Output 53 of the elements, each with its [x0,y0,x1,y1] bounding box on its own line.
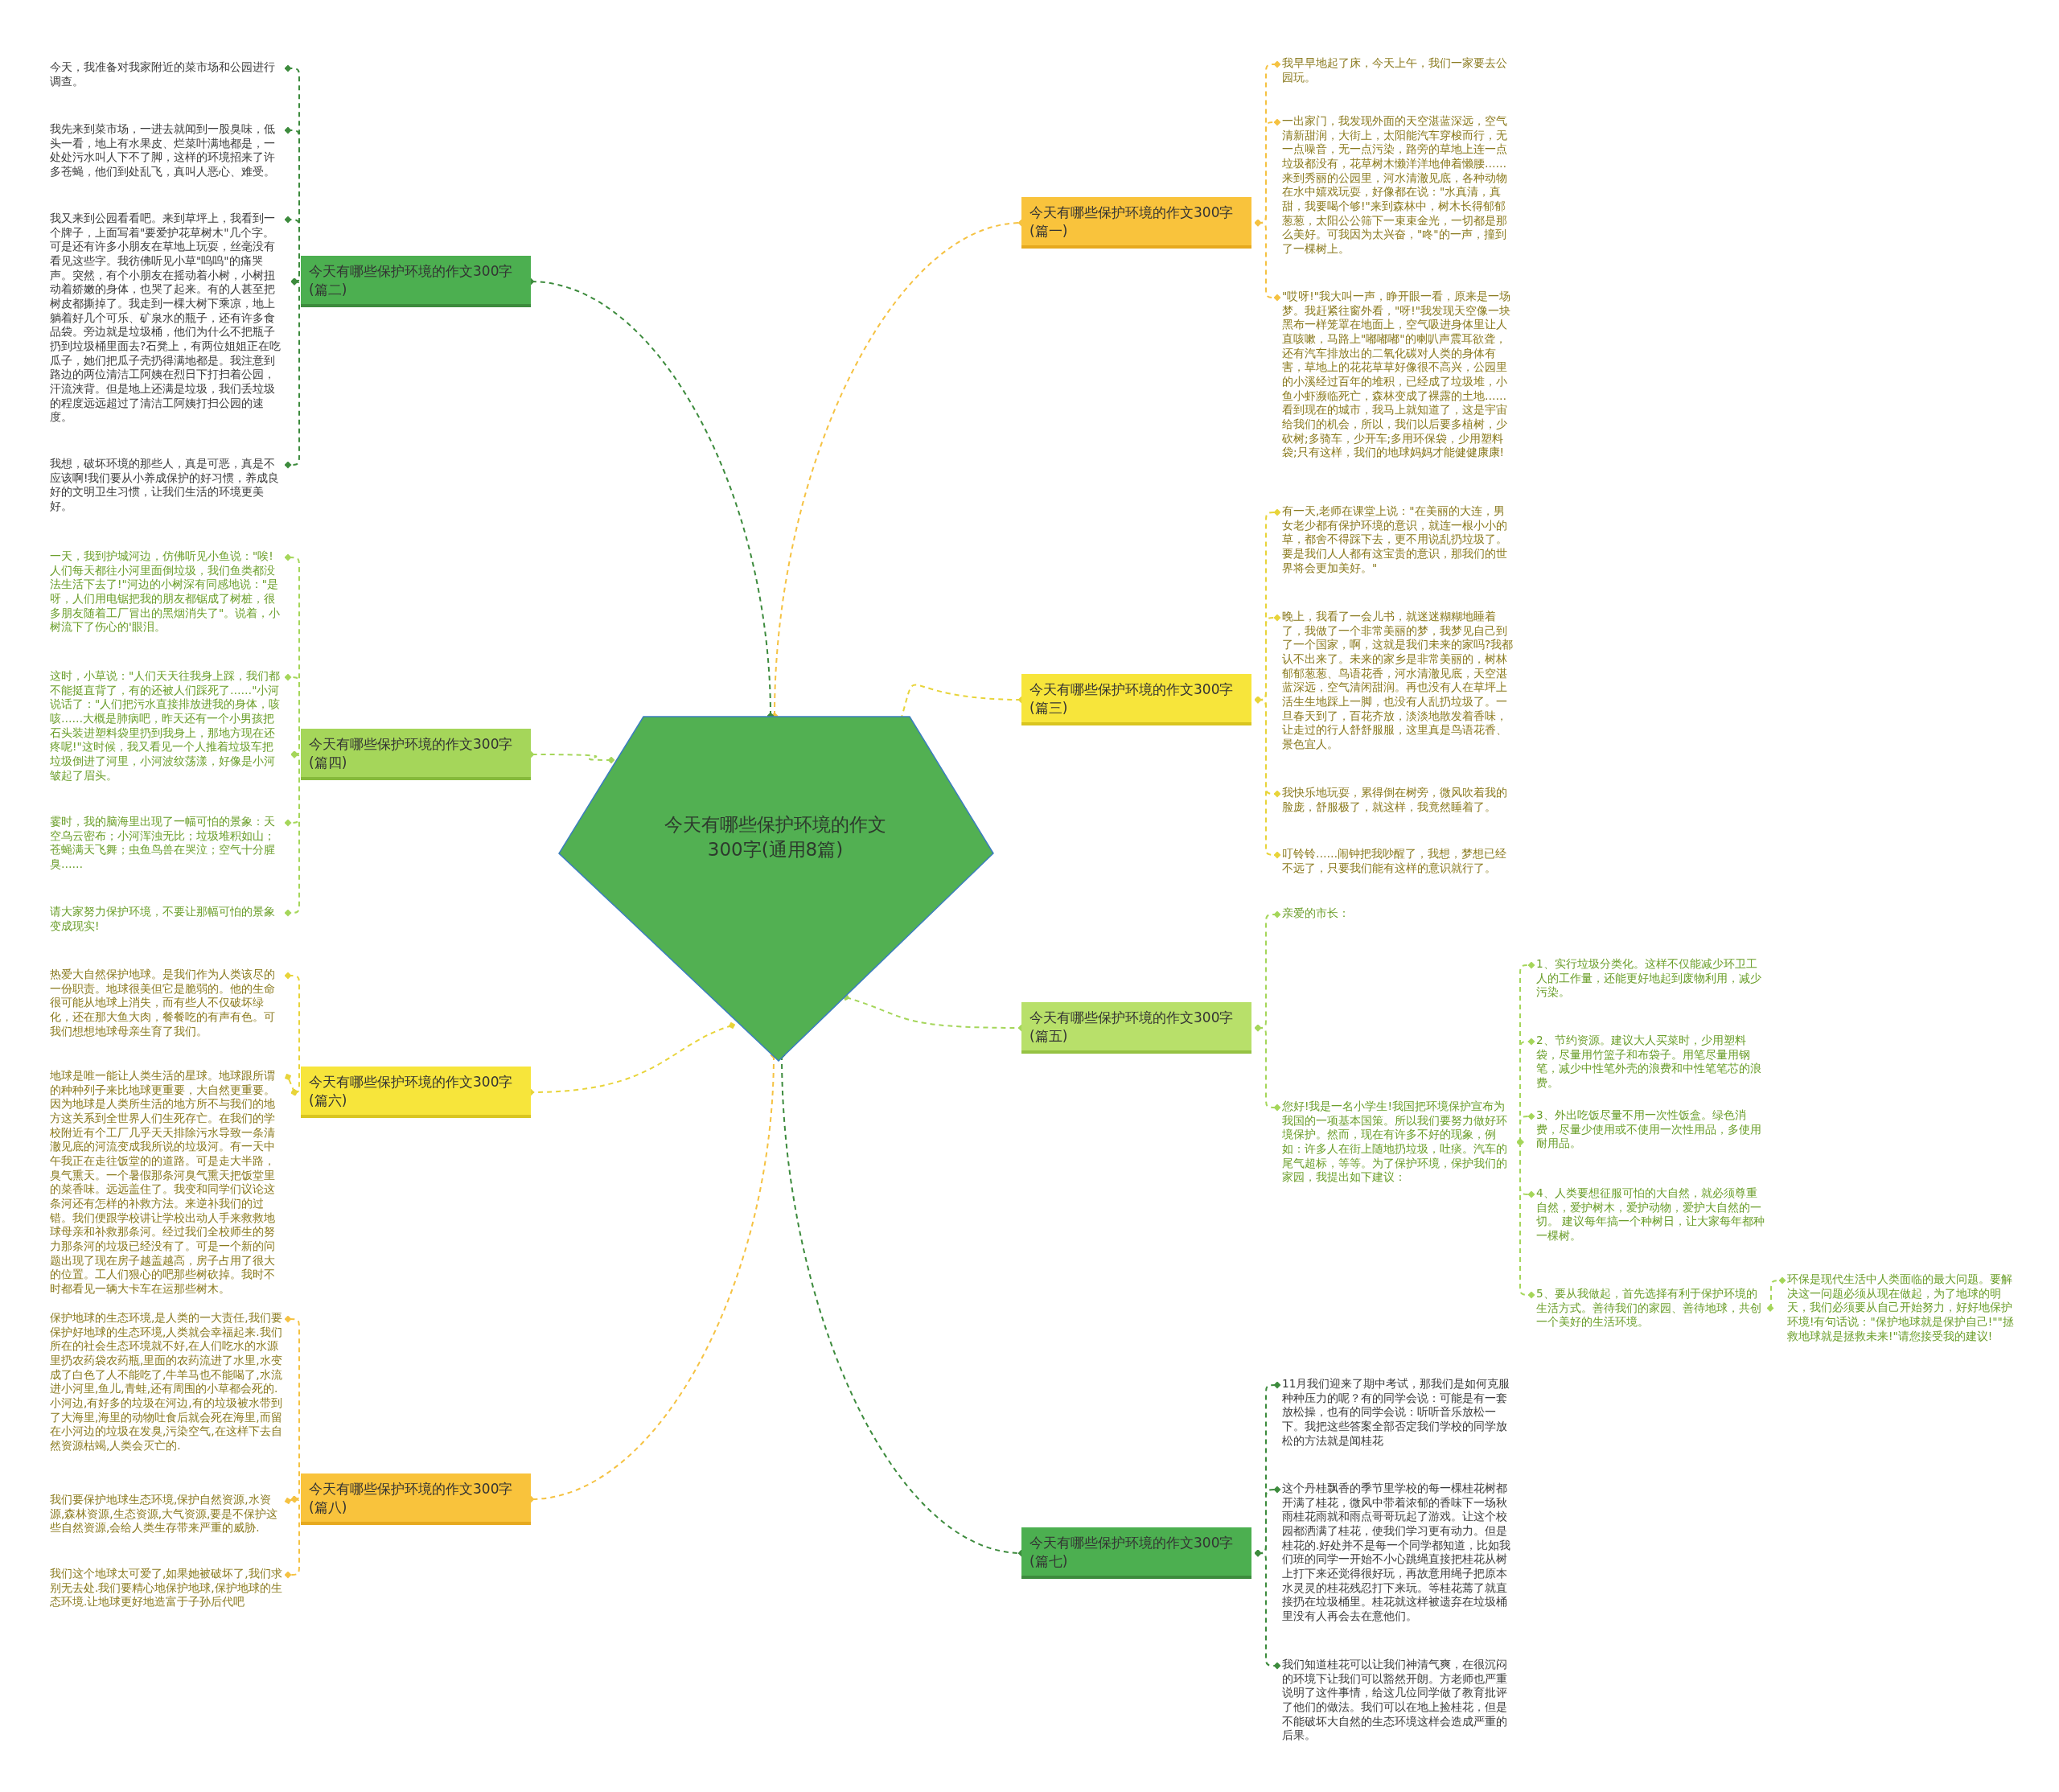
connector [284,1495,300,1579]
essay-paragraph: 我快乐地玩耍，累得倒在树旁，微风吹着我的脸庞，舒服极了，就这样，我竟然睡着了。 [1282,786,1515,815]
connector [284,750,300,917]
topic-box: 今天有哪些保护环境的作文300字(篇七) [1021,1527,1251,1579]
connector [1254,219,1281,302]
essay-paragraph: 一出家门，我发现外面的天空湛蓝深远，空气清新甜润，大街上，太阳能汽车穿梭而行，无一点噪音，无一点污染，路旁的草地上连一点垃圾都没有，花草树木懒洋洋地伸着懒腰……来到秀丽的公园里，河水清澈见底，各种动物在水中嬉戏玩耍，好像都在说："水真清，真甜，我要喝个够!"来到森林中，树木长得郁郁葱葱，太阳公公筛下一束束金光，一切都是那么美好。可我因为太兴奋，"咚"的一声，撞到了一棵树上。 [1282,114,1515,257]
essay-paragraph: 您好!我是一名小学生!我国把环境保护宣布为我国的一项基本国策。所以我们要努力做好环境保护。然而，现在有许多不好的现象，例如：许多人在街上随地扔垃圾，吐痰。汽车的尾气超标，等等。为了保护环境，保护我们的家园，我提出如下建议： [1282,1099,1515,1186]
connector [284,1073,298,1096]
essay-paragraph: 1、实行垃圾分类化。这样不仅能减少环卫工人的工作量，还能更好地起到废物利用，减少污染。 [1536,957,1765,1000]
topic-box: 今天有哪些保护环境的作文300字(篇三) [1021,674,1251,725]
essay-paragraph: 今天，我准备对我家附近的菜市场和公园进行调查。 [50,60,283,89]
connector [284,1495,298,1505]
essay-paragraph: 这时，小草说："人们天天往我身上踩，我们都不能挺直背了，有的还被人们踩死了……"小河说话了："人们把污水直接排放进我的身体，咳咳……大概是肺病吧，昨天还有一个小男孩把石头装进塑料袋里扔到我身上，那地方现在还疼呢!"这时候，我又看见一个人推着垃圾车把垃圾倒进了河里，小河波纹荡漾，好像是小河皱起了眉头。 [50,669,283,783]
connector [284,277,300,469]
essay-paragraph: 亲爱的市长： [1282,906,1515,921]
essay-paragraph: 有一天,老师在课堂上说："在美丽的大连，男女老少都有保护环境的意识，就连一根小小的草，都舍不得踩下去，更不用说乱扔垃圾了。要是我们人人都有这宝贵的意识，那我们的世界将会更加美好。" [1282,504,1515,576]
connector [1766,1276,1786,1312]
essay-paragraph: 热爱大自然保护地球。是我们作为人类该尽的一份职责。地球很美但它是脆弱的。他的生命很可能从地球上消失，而有些人不仅破坏绿化，还在那大鱼大肉，餐餐吃的有声有色。可我们想想地球母亲生育了我们。 [50,968,283,1039]
essay-paragraph: 我们要保护地球生态环境,保护自然资源,水资源,森林资源,生态资源,大气资源,要是不保护这些自然资源,会给人类生存带来严重的威胁. [50,1493,283,1535]
connector [1254,1549,1281,1670]
connector [1254,696,1281,859]
topic-box: 今天有哪些保护环境的作文300字(篇八) [301,1473,531,1525]
essay-paragraph: 叮铃铃……闹钟把我吵醒了，我想，梦想已经不远了，只要我们能有这样的意识就行了。 [1282,847,1515,876]
topic-box: 今天有哪些保护环境的作文300字(篇六) [301,1067,531,1118]
center-title: 今天有哪些保护环境的作文300字(通用8篇) [664,813,887,862]
essay-paragraph: 地球是唯一能让人类生活的星球。地球跟所谓的种种列子来比地球更重要，大自然更重要。因为地球是人类所生活的地方所不与我们的地方这关系到全世界人们生死存亡。在我们的学校附近有个工厂几乎天天排除污水导致一条清澈见底的河流变成我所说的垃圾河。有一天中午我正在走往饭堂的的道路。可是走大半路，臭气熏天。一个暑假那条河臭气熏天把饭堂里的菜香味。远远盖住了。我变和同学们议论这条河还有怎样的补救方法。来逆补我们的过错。我们便跟学校讲让学校出动人手来救救地球母亲和补救那条河。经过我们全校师生的努力那条河的垃圾已经没有了。可是一个新的问题出现了现在房子越盖越高，房子占用了很大的位置。工人们狠心的吧那些树砍掉。我时不时都看见一辆大卡车在运那些树木。 [50,1069,283,1297]
essay-paragraph: 一天，我到护城河边，仿佛听见小鱼说："唉!人们每天都往小河里面倒垃圾，我们鱼类都没法生活下去了!"河边的小树深有同感地说："是呀，人们用电锯把我的朋友都锯成了树桩，很多朋友随着工厂冒出的黑烟消失了"。说着，小树流下了伤心的'眼泪。 [50,549,283,635]
essay-paragraph: 我先来到菜市场，一进去就闻到一股臭味，低头一看，地上有水果皮、烂菜叶满地都是，一处处污水叫人下不了脚，这样的环境招来了许多苍蝇，他们到处乱飞，真叫人恶心、难受。 [50,122,283,179]
essay-paragraph: 我们知道桂花可以让我们神清气爽，在很沉闷的环境下让我们可以豁然开朗。方老师也严重说明了这件事情，给这几位同学做了教育批评了他们的做法。我们可以在地上捡桂花，但是不能破坏大自然的生态环境这样会造成严重的后果。 [1282,1658,1515,1744]
essay-paragraph: 这个丹桂飘香的季节里学校的每一棵桂花树都开满了桂花，微风中带着浓郁的香味下一场秋雨桂花雨就和雨点哥哥玩起了游戏。让这个校园都洒满了桂花，使我们学习更有动力。但是桂花的.好处并不是每一个同学都知道，比如我们班的同学一开始不小心跳绳直接把桂花从树上打下来还觉得很好玩，再故意用绳子把原本水灵灵的桂花残忍打下来玩。等桂花蔫了就直接扔在垃圾桶里。桂花就这样被遗弃在垃圾桶里没有人再会去在意他们。 [1282,1482,1515,1624]
essay-paragraph: 保护地球的生态环境,是人类的一大责任,我们要保护好地球的生态环境,人类就会幸福起来.我们所在的社会生态环境就不好,在人们吃水的水源里扔农药袋农药瓶,里面的农药流进了水里,水变成了白色了人不能吃了,牛羊马也不能喝了,水流进小河里,鱼儿,青蛙,还有周围的小草都会死的.小河边,有好多的垃圾在河边,有的垃圾被水带到了大海里,海里的动物吐食后就会死在海里,而留在小河边的垃圾在发臭,污染空气,在这样下去自然资源枯竭,人类会灭亡的. [50,1311,283,1453]
connector [1516,1138,1535,1299]
topic-box: 今天有哪些保护环境的作文300字(篇二) [301,256,531,307]
essay-paragraph: 晚上，我看了一会儿书，就迷迷糊糊地睡着了，我做了一个非常美丽的梦，我梦见自己到了一个国家，啊，这就是我们未来的家吗?我都认不出来了。未来的家乡是非常美丽的，树林郁郁葱葱、鸟语花香，河水清澈见底，天空湛蓝深远，空气清闲甜润。再也没有人在草坪上活生生地踩上一脚，也没有人乱扔垃圾了。一旦春天到了，百花齐放，淡淡地散发着香味，让走过的行人舒舒服服，这里真是鸟语花香、景色宜人。 [1282,610,1515,752]
essay-paragraph: "哎呀!"我大叫一声，睁开眼一看，原来是一场梦。我赶紧往窗外看，"呀!"我发现天空像一块黑布一样笼罩在地面上，空气吸进身体里让人直咳嗽，马路上"嘟嘟嘟"的喇叭声震耳欲聋，还有汽车排放出的二氧化碳对人类的身体有害，草地上的花花草草好像很不高兴，公园里的小溪经过百年的堆积，已经成了垃圾堆，小鱼小虾濒临死亡，森林变成了裸露的土地……看到现在的城市，我马上就知道了，这是宇宙给我们的机会，所以，我们以后要多植树，少砍树;多骑车，少开车;多用环保袋，少用塑料袋;只有这样，我们的地球妈妈才能健健康康! [1282,290,1515,461]
connector [284,972,300,1096]
essay-paragraph: 我想，破坏环境的那些人，真是可恶，真是不应该啊!我们要从小养成保护的好习惯，养成良好的文明卫生习惯，让我们生活的环境更美好。 [50,457,283,514]
essay-paragraph: 2、节约资源。建议大人买菜时，少用塑料袋，尽量用竹篮子和布袋子。用笔尽量用钢笔，减少中性笔外壳的浪费和中性笔笔芯的浪费。 [1536,1034,1765,1091]
essay-paragraph: 霎时，我的脑海里出现了一幅可怕的景象：天空乌云密布；小河浑浊无比；垃圾堆积如山；苍蝇满天飞舞；虫鱼鸟兽在哭泣；空气十分腥臭…… [50,815,283,872]
essay-paragraph: 5、要从我做起，首先选择有利于保护环境的生活方式。善待我们的家园、善待地球，共创一个美好的生活环境。 [1536,1287,1765,1330]
connector [1254,1024,1281,1112]
essay-paragraph: 我又来到公园看看吧。来到草坪上，我看到一个牌子，上面写着"要爱护花草树木"几个字。可是还有许多小朋友在草地上玩耍，丝毫没有看见这些字。我彷佛听见小草"呜呜"的痛哭声。突然，有个小朋友在摇动着小树，小树扭动着娇嫩的身体，也哭了起来。有的人甚至把树皮都撕掉了。我走到一棵大树下乘凉，地上躺着好几个可乐、矿泉水的瓶子，还有许多食品袋。旁边就是垃圾桶，他们为什么不把瓶子扔到垃圾桶里面去?石凳上，有两位姐姐正在吃瓜子，她们把瓜子壳扔得满地都是。我注意到路边的两位清洁工阿姨在烈日下打扫着公园，汗流浃背。但是地上还满是垃圾，我们丢垃圾的程度远远超过了清洁工阿姨打扫公园的速度。 [50,212,283,425]
essay-paragraph: 4、人类要想征服可怕的大自然，就必须尊重自然，爱护树木，爱护动物，爱护大自然的一切。 建议每年搞一个种树日，让大家每年都种一棵树。 [1536,1186,1765,1243]
center-pentagon [558,716,994,1062]
essay-paragraph: 我们这个地球太可爱了,如果她被破坏了,我们求别无去处.我们要精心地保护地球,保护地球的生态环境.让地球更好地造富于子孙后代吧 [50,1567,283,1609]
topic-box: 今天有哪些保护环境的作文300字(篇四) [301,729,531,780]
essay-paragraph: 11月我们迎来了期中考试，那我们是如何克服种种压力的呢？有的同学会说：可能是有一套放松操，也有的同学会说：听听音乐放松一下。我把这些答案全部否定我们学校的同学放松的方法就是闻桂花 [1282,1377,1515,1449]
essay-paragraph: 环保是现代生活中人类面临的最大问题。要解决这一问题必须从现在做起，为了地球的明天，我们必须要从自己开始努力，好好地保护环境!有句话说："保护地球就是保护自己!""拯救地球就是拯救未来!"请您接受我的建议! [1787,1272,2019,1344]
essay-paragraph: 3、外出吃饭尽量不用一次性饭盒。绿色消费，尽量少使用或不使用一次性用品，多使用耐用品。 [1536,1108,1765,1151]
topic-box: 今天有哪些保护环境的作文300字(篇五) [1021,1002,1251,1054]
essay-paragraph: 请大家努力保护环境，不要让那幅可怕的景象变成现实! [50,905,283,934]
essay-paragraph: 我早早地起了床，今天上午，我们一家要去公园玩。 [1282,56,1515,85]
topic-box: 今天有哪些保护环境的作文300字(篇一) [1021,197,1251,249]
